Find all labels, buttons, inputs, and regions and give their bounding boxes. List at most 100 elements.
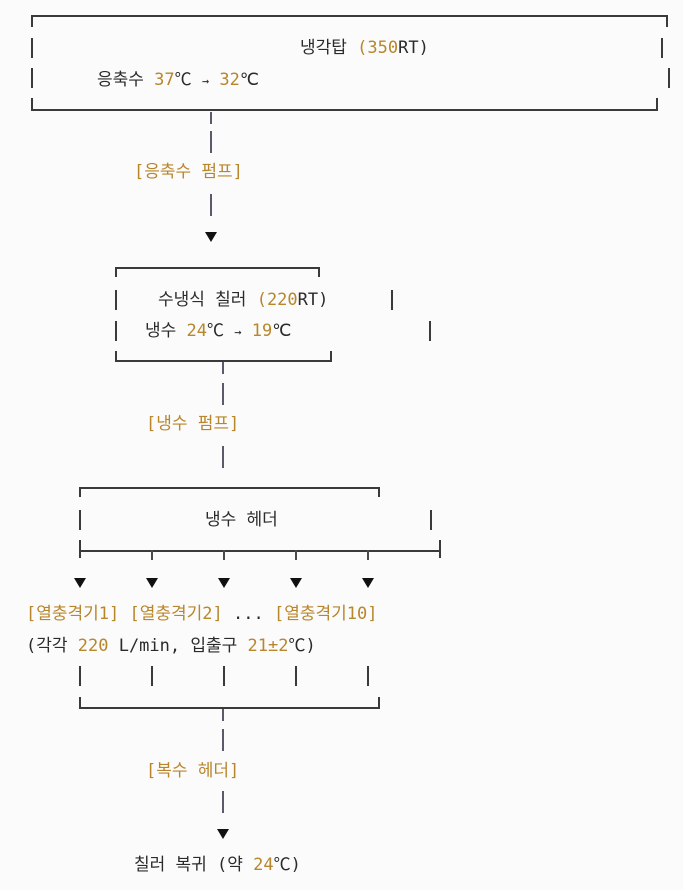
title-text: 냉각탑 (300, 38, 347, 58)
box-corner (115, 267, 117, 277)
exchanger-spec: (각각 220 L/min, 입출구 21±2℃) (26, 636, 316, 656)
manifold-line (79, 550, 441, 552)
flow-label: 냉수 (145, 321, 177, 341)
return-pipe (295, 666, 297, 686)
temp-unit: ℃ (207, 321, 225, 341)
pipe-segment (222, 791, 224, 813)
flow-label: 응축수 (97, 70, 144, 90)
temp-unit: ℃) (273, 855, 301, 875)
arrow-down-icon (146, 578, 158, 588)
temp-out: 32 (219, 70, 240, 90)
exchanger-row: [열충격기1] [열충격기2] ... [열충격기10] (26, 604, 378, 624)
return-collector-line (79, 707, 380, 709)
manifold-right-end (439, 540, 441, 558)
box-corner (318, 267, 320, 277)
box-bottom-border (31, 109, 658, 111)
temp-unit: ℃) (288, 636, 316, 656)
pipe-segment (210, 131, 212, 153)
temp-unit: ℃ (239, 70, 259, 90)
arrow-down-icon (290, 578, 302, 588)
box-top-border (31, 15, 667, 17)
arrow-down-icon (74, 578, 86, 588)
box-corner (79, 487, 81, 497)
box-right-border (429, 321, 431, 341)
box-corner (656, 98, 658, 110)
title-text: 수냉식 칠러 (158, 290, 247, 310)
manifold-tap (367, 550, 369, 560)
pipe-segment (222, 383, 224, 405)
capacity-unit: RT (398, 38, 419, 58)
return-header-label: [복수 헤더] (146, 761, 240, 781)
return-pipe (79, 666, 81, 686)
paren: ) (318, 290, 329, 310)
return-pipe (223, 666, 225, 686)
box-corner (378, 697, 380, 709)
exchanger-1-label: [열충격기1] (26, 604, 120, 624)
temp-unit: ℃ (174, 70, 192, 90)
box-left-border (115, 290, 117, 310)
pipe-segment (222, 729, 224, 751)
box-left-border (79, 510, 81, 530)
arrow-right-icon: → (234, 325, 242, 339)
chilled-temp-line: 냉수 24℃ → 19℃ (145, 321, 291, 342)
temp-value: 21±2 (247, 636, 289, 656)
pipe-segment (210, 194, 212, 216)
temp-in: 24 (186, 321, 208, 341)
exchanger-2-label: [열충격기2] (129, 604, 223, 624)
capacity-value: 220 (266, 290, 298, 310)
pipe-segment (222, 362, 224, 374)
chilled-pump-label: [냉수 펌프] (146, 414, 240, 434)
box-left-border (31, 38, 33, 58)
flow-value: 220 (77, 636, 109, 656)
return-label: 칠러 복귀 (약 (134, 855, 254, 875)
manifold-tap (295, 550, 297, 560)
box-right-border (430, 510, 432, 530)
cooling-tower-title: 냉각탑 (350RT) (300, 38, 429, 58)
paren: ) (418, 38, 429, 58)
manifold-tap (151, 550, 153, 560)
condenser-temp-line: 응축수 37℃ → 32℃ (97, 70, 259, 91)
box-right-border (391, 290, 393, 310)
arrow-down-icon (218, 578, 230, 588)
pipe-segment (222, 709, 224, 721)
paren: ( (357, 38, 368, 58)
box-corner (31, 15, 33, 27)
ellipsis: ... (233, 604, 264, 624)
arrow-down-icon (362, 578, 374, 588)
box-top-border (115, 267, 320, 269)
paren: ( (256, 290, 267, 310)
capacity-value: 350 (367, 38, 399, 58)
box-top-border (79, 487, 380, 489)
return-pipe (367, 666, 369, 686)
temp-unit: ℃ (272, 321, 292, 341)
supply-header-label: 냉수 헤더 (205, 510, 278, 530)
box-left-border (115, 321, 117, 341)
arrow-right-icon: → (201, 74, 210, 88)
box-corner (115, 351, 117, 361)
box-corner (31, 98, 33, 110)
return-temp-value: 24 (253, 855, 274, 875)
arrow-down-icon (217, 829, 229, 839)
arrow-down-icon (205, 232, 217, 242)
pipe-segment (222, 446, 224, 468)
box-right-border (668, 68, 670, 88)
temp-out: 19 (251, 321, 273, 341)
capacity-unit: RT (297, 290, 319, 310)
manifold-left-end (79, 540, 81, 558)
box-bottom-border (115, 360, 332, 362)
box-left-border (31, 68, 33, 88)
chiller-title: 수냉식 칠러 (220RT) (158, 290, 328, 310)
condenser-pump-label: [응축수 펌프] (134, 162, 243, 182)
manifold-tap (223, 550, 225, 560)
spec-prefix: (각각 (26, 636, 78, 656)
exchanger-10-label: [열충격기10] (274, 604, 378, 624)
box-corner (666, 15, 668, 27)
chiller-return: 칠러 복귀 (약 24℃) (134, 855, 301, 875)
return-pipe (151, 666, 153, 686)
temp-in: 37 (154, 70, 175, 90)
flow-unit: L/min, 입출구 (108, 636, 248, 656)
pipe-segment (210, 112, 212, 124)
box-corner (378, 487, 380, 497)
box-right-border (661, 38, 663, 58)
box-corner (79, 697, 81, 709)
